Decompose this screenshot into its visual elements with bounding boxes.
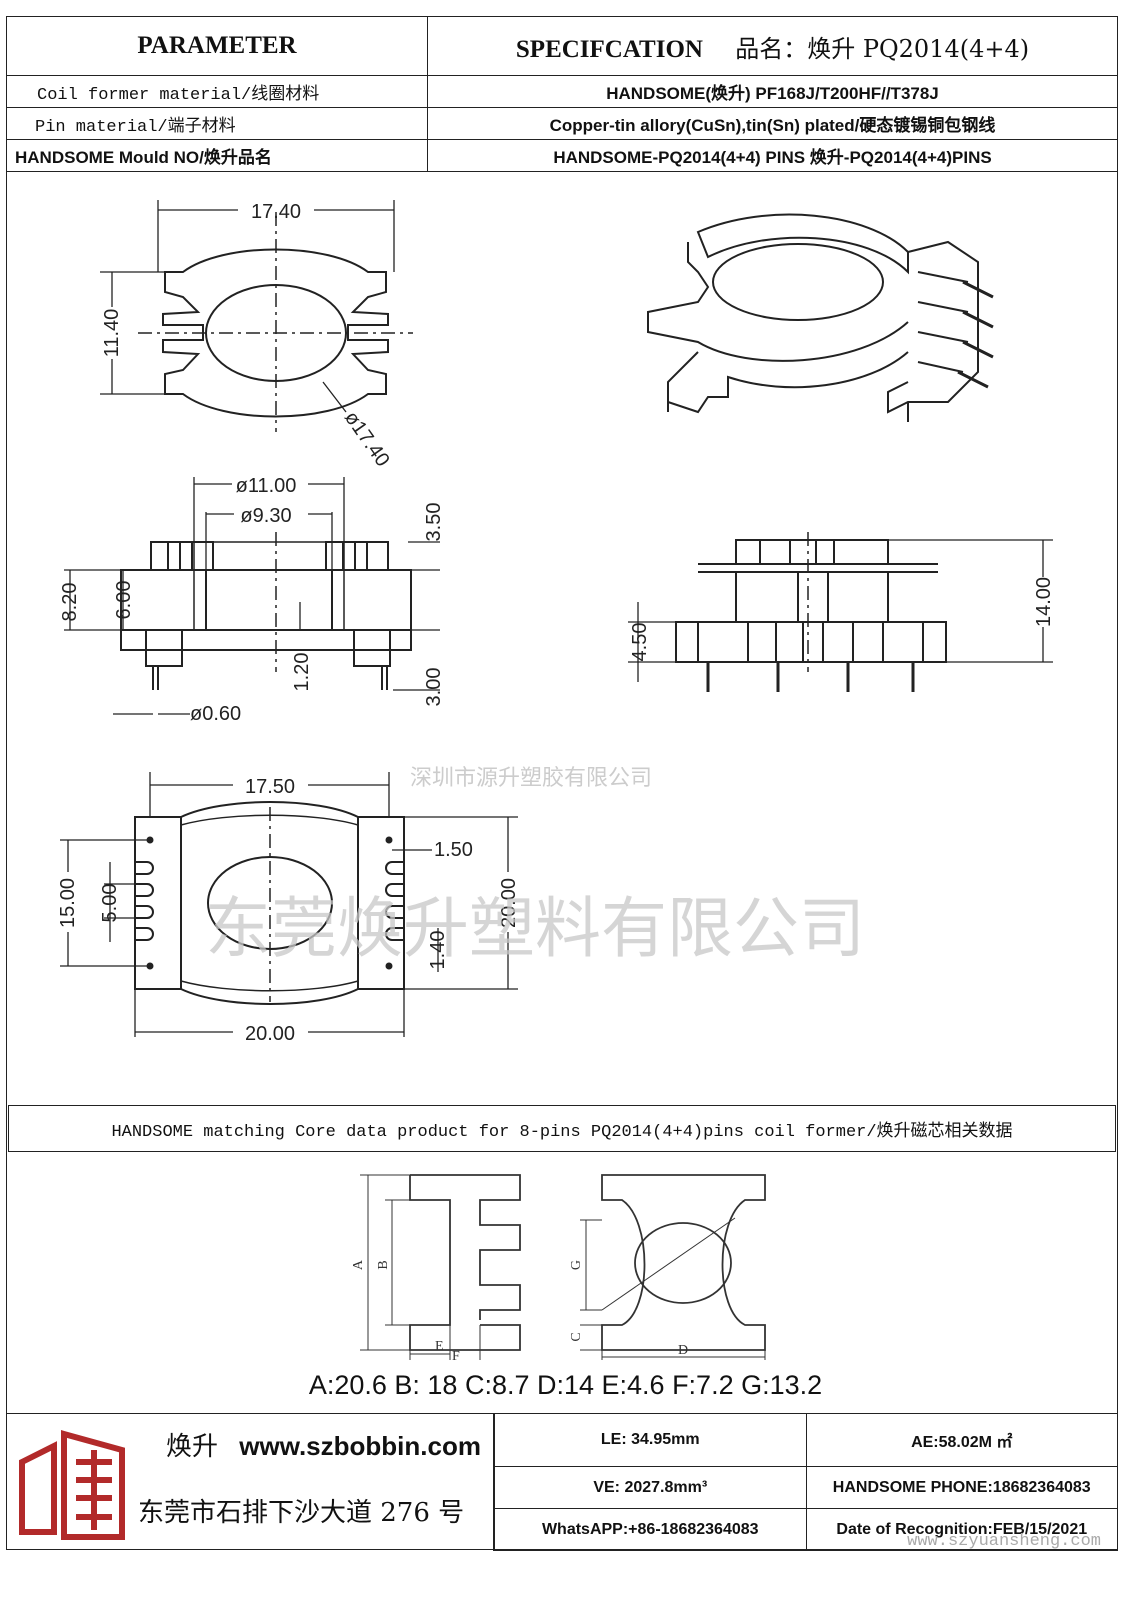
spec-row-mould-no: HANDSOME Mould NO/焕升品名 HANDSOME-PQ2014(4… <box>6 139 1118 172</box>
bottom-height-dim: 20.00 <box>498 878 520 928</box>
core-label-c: C <box>569 1332 584 1341</box>
phone-value: HANDSOME PHONE:18682364083 <box>805 1466 1118 1510</box>
mould-no-label: HANDSOME Mould NO/焕升品名 <box>6 139 428 172</box>
isometric-view-drawing <box>647 213 994 422</box>
core-values: A:20.6 B: 18 C:8.7 D:14 E:4.6 F:7.2 G:13… <box>308 1370 823 1400</box>
side-outer-dia-dim: ø11.00 <box>236 475 297 497</box>
pin-material-value: Copper-tin allory(CuSn),tin(Sn) plated/硬… <box>427 107 1118 140</box>
brand-logo-icon <box>19 1430 125 1540</box>
top-diameter-dim: ø17.40 <box>340 407 394 471</box>
watermark-large: 东莞焕升塑料有限公司 <box>205 891 865 965</box>
core-label-b: B <box>376 1260 391 1269</box>
top-width-dim: 17.40 <box>251 201 301 223</box>
pin-material-label: Pin material/端子材料 <box>6 107 428 140</box>
parameter-header: PARAMETER <box>6 16 428 76</box>
spec-row-coil-material: Coil former material/线圈材料 HANDSOME(焕升) P… <box>6 75 1118 108</box>
front-height-dim: 14.00 <box>1033 577 1055 627</box>
pin-diameter-dim: ø0.60 <box>190 703 241 725</box>
bottom-pin-offset-dim: 1.50 <box>434 839 473 861</box>
core-label-f: F <box>452 1349 460 1360</box>
footer-brand: 焕升 www.szbobbin.com 东莞市石排下沙大道 276 号 <box>6 1414 494 1551</box>
watermark-corner-url: www.szyuansheng.com <box>907 1532 1101 1551</box>
top-height-dim: 11.40 <box>101 309 123 358</box>
bottom-view-drawing <box>60 772 518 1037</box>
bottom-pitch-dim: 5.00 <box>99 884 121 923</box>
side-gap-dim: 1.20 <box>291 653 313 692</box>
watermark-small: 深圳市源升塑胶有限公司 <box>410 765 653 790</box>
side-view-drawing <box>64 477 440 715</box>
core-label-g: G <box>569 1260 584 1270</box>
front-view-drawing <box>628 532 1053 692</box>
spec-table: PARAMETER SPECIFCATION 品名：焕升 PQ2014(4+4)… <box>6 16 1118 172</box>
core-drawings: A B E F G C D <box>351 1174 766 1360</box>
bottom-width-dim: 20.00 <box>245 1023 295 1045</box>
core-label-a: A <box>351 1259 366 1270</box>
core-label-d: D <box>678 1343 688 1358</box>
core-side-drawing <box>360 1174 521 1360</box>
footer: 焕升 www.szbobbin.com 东莞市石排下沙大道 276 号 LE: … <box>6 1413 1118 1551</box>
le-value: LE: 34.95mm <box>494 1414 807 1468</box>
coil-material-value: HANDSOME(焕升) PF168J/T200HF//T378J <box>427 75 1118 108</box>
top-view-drawing <box>100 200 413 432</box>
company-address: 东莞市石排下沙大道 276 号 <box>138 1498 465 1528</box>
product-name: 品名：焕升 PQ2014(4+4) <box>735 34 1030 63</box>
bottom-slot-dim: 1.40 <box>427 931 449 970</box>
side-flange-height-dim: 3.50 <box>423 503 445 542</box>
core-label-e: E <box>435 1339 444 1354</box>
core-data-title: HANDSOME matching Core data product for … <box>8 1105 1116 1152</box>
ae-value: AE:58.02M ㎡ <box>805 1414 1118 1468</box>
side-body-height-dim: 6.00 <box>113 581 135 620</box>
side-inner-dia-dim: ø9.30 <box>240 505 291 527</box>
specification-label: SPECIFCATION <box>515 35 703 63</box>
brand-website-line: 焕升 www.szbobbin.com <box>166 1426 481 1463</box>
ve-value: VE: 2027.8mm³ <box>494 1466 807 1510</box>
spec-header-row: PARAMETER SPECIFCATION 品名：焕升 PQ2014(4+4) <box>6 16 1118 76</box>
spec-row-pin-material: Pin material/端子材料 Copper-tin allory(CuSn… <box>6 107 1118 140</box>
side-pin-length-dim: 3.00 <box>423 668 445 707</box>
recognition-date: Date of Recognition:FEB/15/2021 <box>805 1508 1118 1551</box>
coil-material-label: Coil former material/线圈材料 <box>6 75 428 108</box>
specification-header: SPECIFCATION 品名：焕升 PQ2014(4+4) <box>427 16 1118 76</box>
mould-no-value: HANDSOME-PQ2014(4+4) PINS 焕升-PQ2014(4+4)… <box>427 139 1118 172</box>
website-link[interactable]: www.szbobbin.com <box>239 1431 481 1461</box>
technical-drawings: 17.40 11.40 ø17.40 <box>57 200 1055 1045</box>
brand-name-cn: 焕升 <box>166 1432 219 1462</box>
core-top-drawing <box>580 1174 766 1360</box>
whatsapp-value: WhatsAPP:+86-18682364083 <box>494 1508 807 1551</box>
bottom-pin-span-dim: 17.50 <box>245 776 295 798</box>
footer-specs-table: LE: 34.95mm AE:58.02M ㎡ VE: 2027.8mm³ HA… <box>494 1414 1118 1551</box>
side-total-height-dim: 8.20 <box>59 583 81 622</box>
bottom-row-height-dim: 15.00 <box>57 878 79 928</box>
front-base-height-dim: 4.50 <box>629 623 651 662</box>
